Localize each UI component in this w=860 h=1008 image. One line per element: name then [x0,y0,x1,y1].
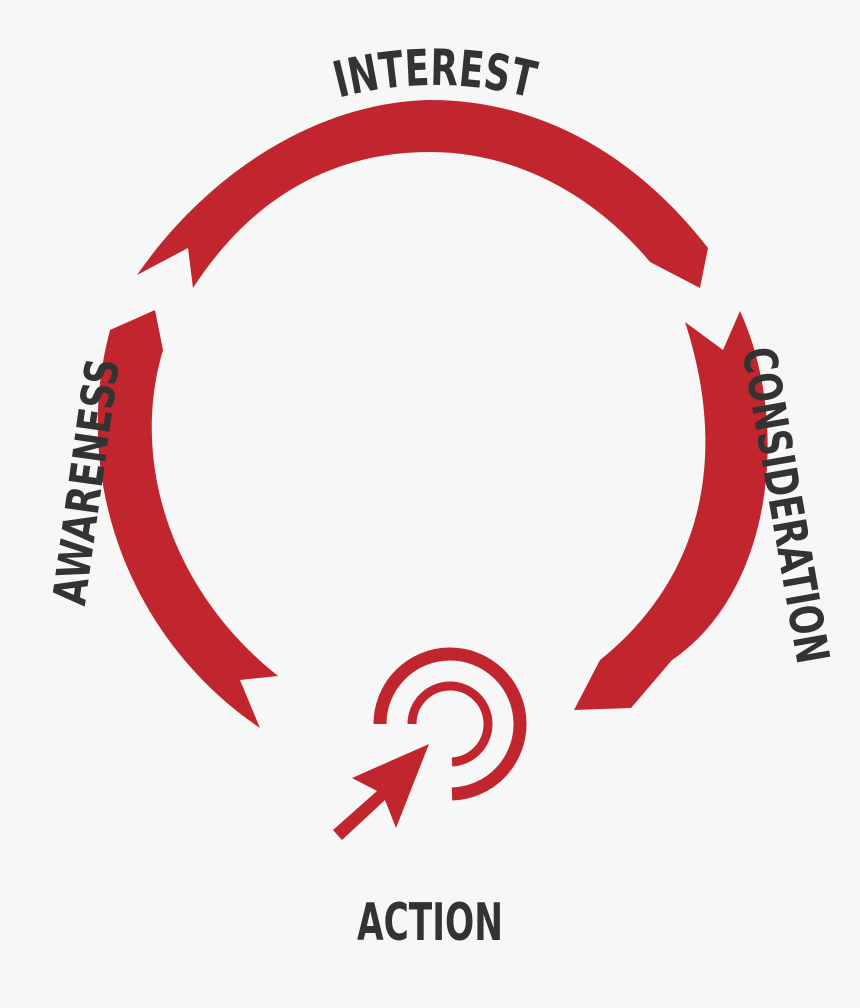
click-target-cursor-icon [333,647,527,840]
awareness-arrow [97,310,278,728]
consideration-arrow [574,311,768,710]
label-interest: INTEREST [328,39,542,110]
interest-arrow [137,100,708,288]
label-action: ACTION [357,893,503,953]
